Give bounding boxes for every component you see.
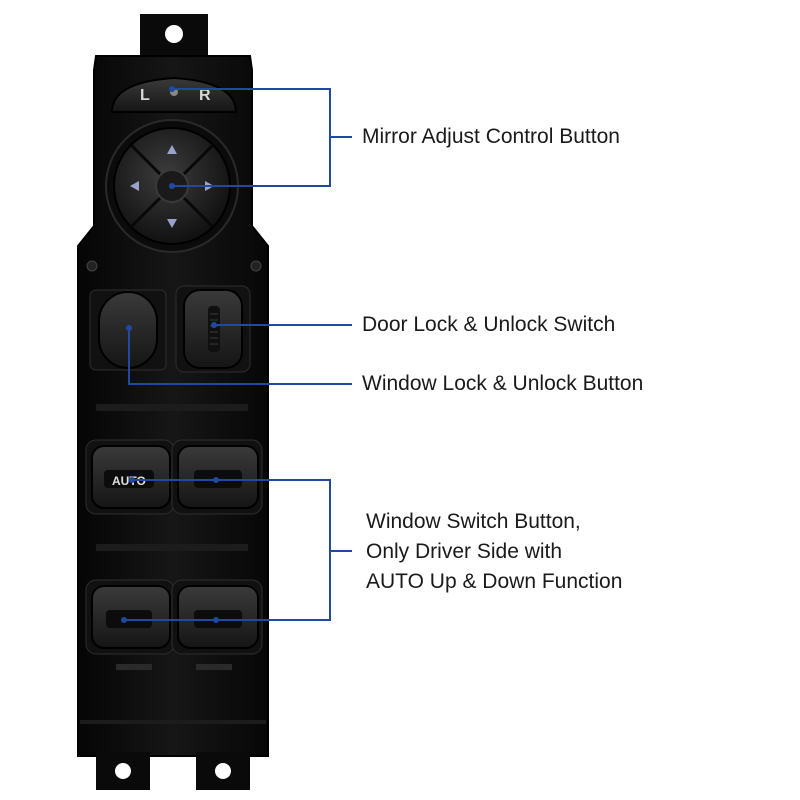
window-switch-rear-left[interactable] (85, 579, 175, 655)
arrow-down-icon (167, 219, 177, 228)
callout-door-lock: Door Lock & Unlock Switch (362, 310, 615, 340)
auto-label: AUTO (112, 474, 146, 488)
callout-window-switch-line-3: AUTO Up & Down Function (366, 570, 623, 593)
housing-slot (196, 664, 232, 670)
window-switch-passenger[interactable] (171, 439, 263, 515)
bottom-mounting-tabs (96, 752, 250, 790)
callout-window-switch: Window Switch Button, Only Driver Side w… (366, 507, 622, 597)
mirror-select-switch[interactable]: L R (110, 76, 238, 113)
top-mounting-tab (140, 14, 208, 58)
leader-endpoints (121, 86, 219, 623)
door-lock-switch[interactable] (175, 285, 251, 373)
callout-window-switch-line-1: Window Switch Button, (366, 510, 581, 533)
mirror-left-label: L (140, 87, 150, 104)
callout-mirror-adjust: Mirror Adjust Control Button (362, 122, 620, 152)
housing-rail (80, 720, 266, 724)
callout-door-lock-text: Door Lock & Unlock Switch (362, 313, 616, 336)
mirror-right-label: R (199, 87, 211, 104)
callout-window-switch-line-2: Only Driver Side with (366, 540, 563, 563)
housing-slot (116, 664, 152, 670)
callout-mirror-adjust-text: Mirror Adjust Control Button (362, 125, 620, 148)
callout-window-lock: Window Lock & Unlock Button (362, 369, 643, 399)
panel-divider (96, 404, 248, 411)
window-switch-driver-auto[interactable]: AUTO (85, 439, 175, 515)
panel-divider (96, 544, 248, 551)
screw (86, 260, 98, 272)
arrow-up-icon (167, 145, 177, 154)
leader-window-lock (128, 328, 352, 385)
window-switch-rear-right[interactable] (171, 579, 263, 655)
callout-window-lock-text: Window Lock & Unlock Button (362, 372, 644, 395)
arrow-left-icon (130, 181, 139, 191)
screw (250, 260, 262, 272)
leader-lines (124, 88, 352, 621)
